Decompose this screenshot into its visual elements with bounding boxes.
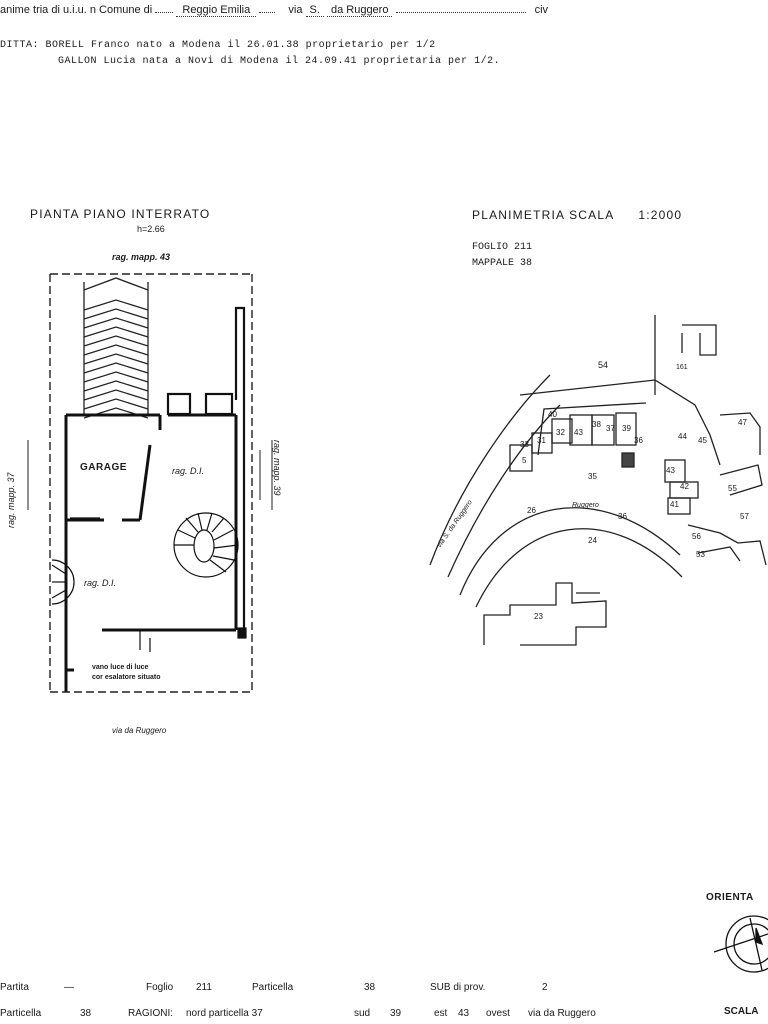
parcel-32: 32 xyxy=(556,428,565,437)
footer-sud-value: 39 xyxy=(390,1008,402,1019)
ramp-chevron xyxy=(83,317,149,329)
footer-foglio-label: Foglio xyxy=(146,982,174,993)
floor-plan-top-label: rag. mapp. 43 xyxy=(112,252,171,262)
comune-value: Reggio Emilia xyxy=(176,4,257,17)
parcel-36: 36 xyxy=(634,436,643,445)
ditta-owner-1: BORELL Franco nato a Modena il 26.01.38 … xyxy=(45,40,436,51)
via-value-a: S. xyxy=(305,4,324,17)
site-plan-title-text: PLANIMETRIA SCALA xyxy=(472,208,614,222)
parcel-38: 38 xyxy=(592,420,601,429)
site-plan-title: PLANIMETRIA SCALA 1:2000 xyxy=(472,208,682,222)
left-side-label: rag. mapp. 37 xyxy=(6,472,16,528)
ditta-owner-2: GALLON Lucia nata a Novi di Modena il 24… xyxy=(58,56,501,67)
floor-plan-bottom-label: via da Ruggero xyxy=(112,726,167,735)
footer-foglio-value: 211 xyxy=(196,982,212,993)
footer-row2-label: Particella xyxy=(0,1008,42,1019)
parcel-55: 55 xyxy=(728,484,737,493)
parcel-36b: 36 xyxy=(618,512,627,521)
site-plan-mappale: MAPPALE 38 xyxy=(472,258,533,269)
ramp-chevron xyxy=(83,344,149,356)
right-side-label: rag. mapp. 39 xyxy=(272,440,282,496)
note-line-1: vano luce di luce xyxy=(92,664,149,671)
footer-ragioni-label: RAGIONI: xyxy=(128,1008,174,1019)
via-label: via xyxy=(288,4,303,16)
footer-sub-value: 2 xyxy=(542,982,548,993)
parcel-41: 41 xyxy=(670,500,679,509)
footer-partita-value: — xyxy=(64,982,74,993)
ramp-chevron xyxy=(83,299,149,311)
parcel-43b: 43 xyxy=(666,466,675,475)
site-plan-scale: 1:2000 xyxy=(638,208,683,222)
parcel-33: 33 xyxy=(520,440,529,449)
header-line: anime tria di u.i.u. n Comune di Reggio … xyxy=(0,4,548,17)
parcel-43a: 43 xyxy=(574,428,583,437)
garage-label: GARAGE xyxy=(80,462,127,473)
floor-plan-drawing xyxy=(27,273,273,693)
parcel-54: 54 xyxy=(598,360,609,370)
ramp-chevron xyxy=(83,371,149,383)
floor-plan-title: PIANTA PIANO INTERRATO xyxy=(30,207,211,221)
compass-icon xyxy=(713,915,768,973)
parcel-5: 5 xyxy=(522,456,527,465)
parcel-35: 35 xyxy=(588,472,597,481)
footer-est-label: est xyxy=(434,1008,448,1019)
parcel-24: 24 xyxy=(588,536,597,545)
footer-ovest-value: via da Ruggero xyxy=(528,1008,596,1019)
civ-label: civ xyxy=(534,4,549,16)
street-ruggero: Ruggero xyxy=(572,502,599,509)
ramp-chevron xyxy=(83,398,149,410)
footer-particella-value: 38 xyxy=(364,982,376,993)
parcel-47: 47 xyxy=(738,418,747,427)
parcel-39: 39 xyxy=(622,424,631,433)
ramp-chevron xyxy=(83,380,149,392)
parcel-37: 37 xyxy=(606,424,615,433)
ramp-chevron xyxy=(83,308,149,320)
parcel-53: 53 xyxy=(696,550,705,559)
parcel-23: 23 xyxy=(534,612,543,621)
header-prefix: anime tria di u.i.u. n Comune di xyxy=(0,4,153,16)
orientation-label: ORIENTA xyxy=(706,892,754,903)
footer-est-value: 43 xyxy=(458,1008,470,1019)
footer-sud-label: sud xyxy=(354,1008,371,1019)
parcel-57: 57 xyxy=(740,512,749,521)
parcel-40: 40 xyxy=(548,410,557,419)
parcel-45: 45 xyxy=(698,436,707,445)
scale-label: SCALA xyxy=(724,1006,759,1017)
footer-partita-label: Partita xyxy=(0,982,29,993)
site-plan-foglio: FOGLIO 211 xyxy=(472,242,533,253)
ramp-chevron xyxy=(83,353,149,365)
footer-sub-label: SUB di prov. xyxy=(430,982,486,993)
parcel-26: 26 xyxy=(527,506,536,515)
via-value-b: da Ruggero xyxy=(326,4,393,17)
parcel-44: 44 xyxy=(678,432,687,441)
parcel-42: 42 xyxy=(680,482,689,491)
ramp-chevron xyxy=(83,335,149,347)
room-label-1: rag. D.I. xyxy=(172,466,205,476)
footer-particella-label: Particella xyxy=(252,982,294,993)
room-label-2: rag. D.I. xyxy=(84,578,117,588)
ramp-chevron xyxy=(83,326,149,338)
ditta-line-1: DITTA: BORELL Franco nato a Modena il 26… xyxy=(0,40,436,51)
ditta-label: DITTA: xyxy=(0,40,40,51)
ramp-chevron xyxy=(83,362,149,374)
floor-plan-height: h=2.66 xyxy=(137,224,165,234)
footer-ragioni-text: nord particella 37 xyxy=(186,1008,263,1019)
ramp-chevron xyxy=(83,389,149,401)
parcel-31: 31 xyxy=(537,436,546,445)
parcel-56: 56 xyxy=(692,532,701,541)
footer-ovest-label: ovest xyxy=(486,1008,510,1019)
note-line-2: cor esalatore situato xyxy=(92,674,161,681)
parcel-161: 161 xyxy=(676,364,688,371)
site-plan-map xyxy=(429,315,767,646)
footer-row2-value: 38 xyxy=(80,1008,92,1019)
